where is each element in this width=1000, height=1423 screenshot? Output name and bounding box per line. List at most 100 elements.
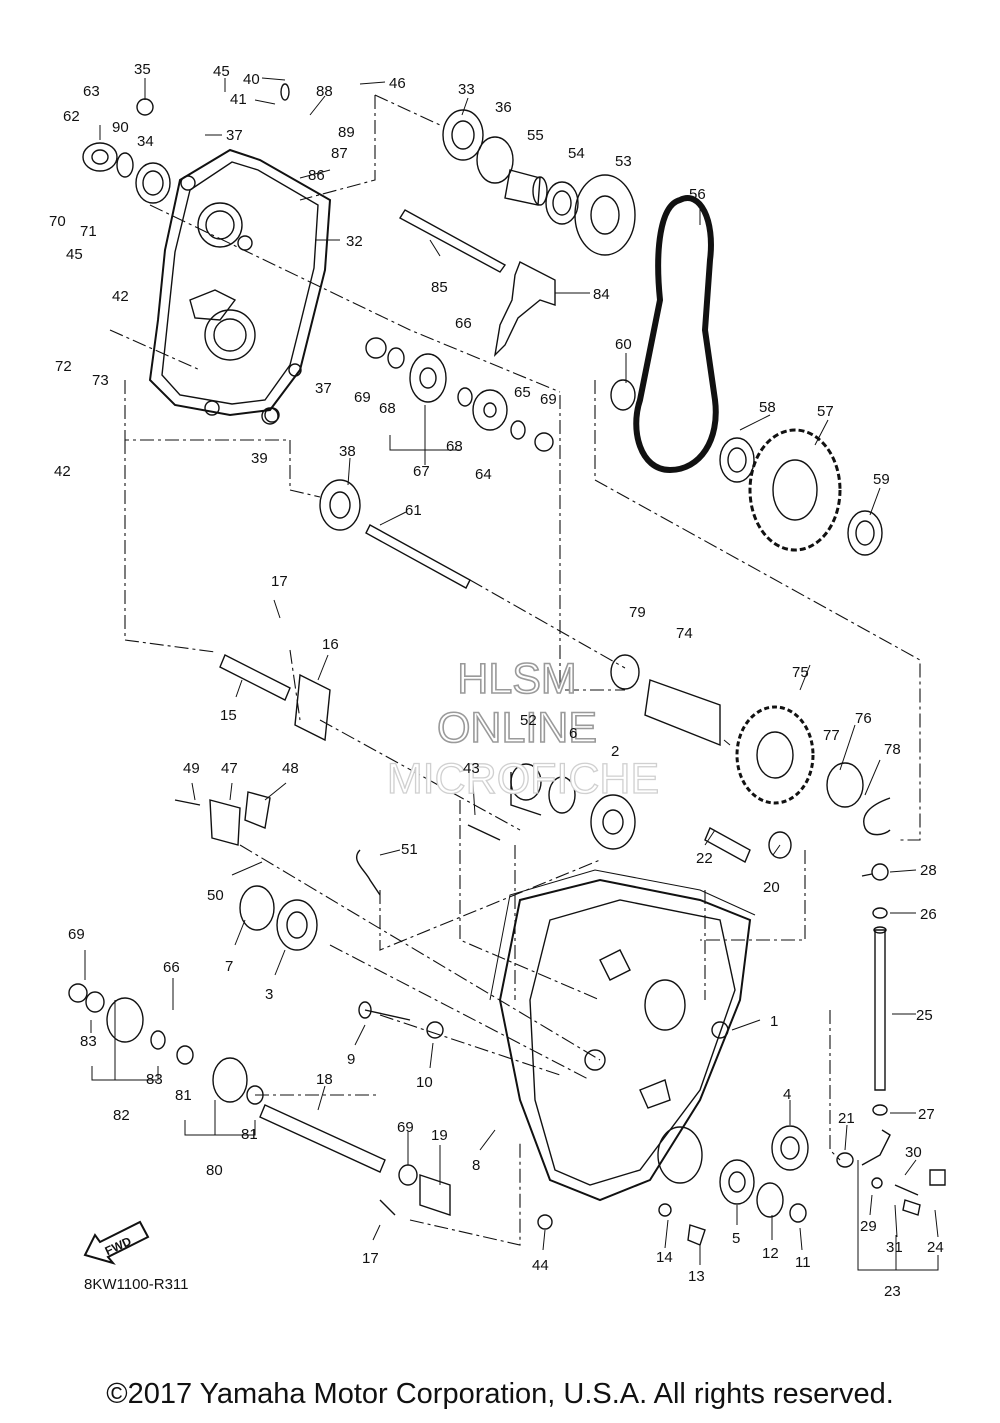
callout-75: 75 bbox=[792, 664, 809, 681]
callout-76: 76 bbox=[855, 710, 872, 727]
callout-89: 89 bbox=[338, 124, 355, 141]
callout-66b: 66 bbox=[163, 959, 180, 976]
callout-42b: 42 bbox=[54, 463, 71, 480]
callout-74: 74 bbox=[676, 625, 693, 642]
callout-90: 90 bbox=[112, 119, 129, 136]
callout-40: 40 bbox=[243, 71, 260, 88]
callout-71: 71 bbox=[80, 223, 97, 240]
callout-20: 20 bbox=[763, 879, 780, 896]
callout-4: 4 bbox=[783, 1086, 791, 1103]
callout-12: 12 bbox=[762, 1245, 779, 1262]
callout-72: 72 bbox=[55, 358, 72, 375]
watermark-line-3: MICROFICHE bbox=[387, 755, 659, 803]
left-crankcase-cover bbox=[148, 148, 332, 423]
shaft-61 bbox=[365, 524, 471, 589]
callout-35: 35 bbox=[134, 61, 151, 78]
callout-21: 21 bbox=[838, 1110, 855, 1127]
callout-17: 17 bbox=[271, 573, 288, 590]
sprockets-right bbox=[719, 428, 883, 556]
callout-23: 23 bbox=[884, 1283, 901, 1300]
callout-63: 63 bbox=[83, 83, 100, 100]
callout-18: 18 bbox=[316, 1071, 333, 1088]
callout-62: 62 bbox=[63, 108, 80, 125]
callout-6: 6 bbox=[569, 725, 577, 742]
copyright-notice: ©2017 Yamaha Motor Corporation, U.S.A. A… bbox=[106, 1378, 894, 1410]
callout-26: 26 bbox=[920, 906, 937, 923]
callout-70: 70 bbox=[49, 213, 66, 230]
callout-37: 37 bbox=[226, 127, 243, 144]
callout-60: 60 bbox=[615, 336, 632, 353]
callout-66: 66 bbox=[455, 315, 472, 332]
shift-fork-84 bbox=[493, 261, 556, 358]
callout-58: 58 bbox=[759, 399, 776, 416]
callout-61: 61 bbox=[405, 502, 422, 519]
callout-77: 77 bbox=[823, 727, 840, 744]
callout-85: 85 bbox=[431, 279, 448, 296]
callout-78: 78 bbox=[884, 741, 901, 758]
callout-45: 45 bbox=[213, 63, 230, 80]
callout-68b: 68 bbox=[446, 438, 463, 455]
callout-65: 65 bbox=[514, 384, 531, 401]
callout-51: 51 bbox=[401, 841, 418, 858]
callout-83b: 83 bbox=[146, 1071, 163, 1088]
fwd-arrow-icon bbox=[83, 1220, 150, 1265]
callout-labels: 63 35 45 40 41 88 46 33 62 90 34 37 89 8… bbox=[49, 61, 944, 1300]
callout-19: 19 bbox=[431, 1127, 448, 1144]
callout-10: 10 bbox=[416, 1074, 433, 1091]
callout-9: 9 bbox=[347, 1051, 355, 1068]
callout-36: 36 bbox=[495, 99, 512, 116]
callout-34: 34 bbox=[137, 133, 154, 150]
callout-38: 38 bbox=[339, 443, 356, 460]
callout-84: 84 bbox=[593, 286, 610, 303]
callout-16: 16 bbox=[322, 636, 339, 653]
callout-83: 83 bbox=[80, 1033, 97, 1050]
callout-24: 24 bbox=[927, 1239, 944, 1256]
callout-28: 28 bbox=[920, 862, 937, 879]
callout-80: 80 bbox=[206, 1162, 223, 1179]
callout-69d: 69 bbox=[397, 1119, 414, 1136]
callout-33: 33 bbox=[458, 81, 475, 98]
pin-15 bbox=[219, 654, 291, 701]
callout-46: 46 bbox=[389, 75, 406, 92]
callout-43: 43 bbox=[463, 760, 480, 777]
callout-32: 32 bbox=[346, 233, 363, 250]
callout-73: 73 bbox=[92, 372, 109, 389]
drive-chain-56 bbox=[633, 195, 719, 474]
callout-25: 25 bbox=[916, 1007, 933, 1024]
callout-8: 8 bbox=[472, 1157, 480, 1174]
callout-31: 31 bbox=[886, 1239, 903, 1256]
callout-55: 55 bbox=[527, 127, 544, 144]
callout-29: 29 bbox=[860, 1218, 877, 1235]
callout-59: 59 bbox=[873, 471, 890, 488]
callout-17b: 17 bbox=[362, 1250, 379, 1267]
callout-45b: 45 bbox=[66, 246, 83, 263]
callout-69: 69 bbox=[354, 389, 371, 406]
callout-87: 87 bbox=[331, 145, 348, 162]
callout-79: 79 bbox=[629, 604, 646, 621]
callout-2: 2 bbox=[611, 743, 619, 760]
callout-54: 54 bbox=[568, 145, 585, 162]
plate-16 bbox=[294, 673, 331, 742]
callout-81: 81 bbox=[175, 1087, 192, 1104]
callout-49: 49 bbox=[183, 760, 200, 777]
lower-left-parts bbox=[68, 791, 501, 1216]
watermark-line-1: HLSM bbox=[457, 655, 576, 703]
callout-15: 15 bbox=[220, 707, 237, 724]
callout-53: 53 bbox=[615, 153, 632, 170]
callout-48: 48 bbox=[282, 760, 299, 777]
diagram-reference-code: 8KW1100-R311 bbox=[84, 1276, 189, 1293]
callout-3: 3 bbox=[265, 986, 273, 1003]
output-shaft-assembly bbox=[510, 654, 891, 863]
callout-7: 7 bbox=[225, 958, 233, 975]
callout-39: 39 bbox=[251, 450, 268, 467]
callout-11: 11 bbox=[795, 1254, 811, 1271]
callout-64: 64 bbox=[475, 466, 492, 483]
callout-22: 22 bbox=[696, 850, 713, 867]
callout-41: 41 bbox=[230, 91, 247, 108]
callout-68: 68 bbox=[379, 400, 396, 417]
callout-27: 27 bbox=[918, 1106, 935, 1123]
callout-69b: 69 bbox=[540, 391, 557, 408]
callout-81b: 81 bbox=[241, 1126, 258, 1143]
